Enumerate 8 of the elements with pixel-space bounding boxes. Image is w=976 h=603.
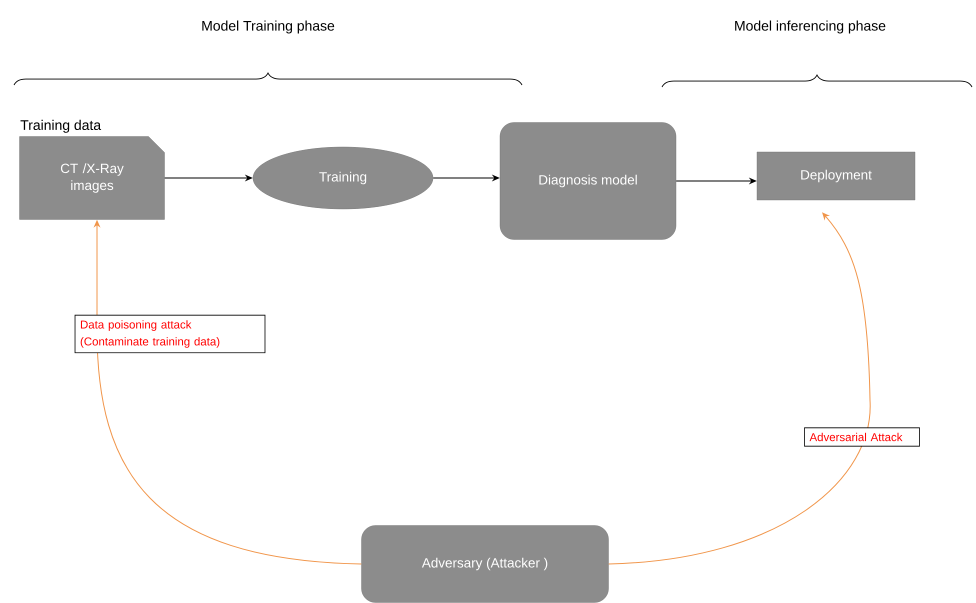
process-box: Deployment <box>756 152 916 200</box>
edge-label: Adversarial Attack <box>804 427 920 447</box>
phase-label: Model inferencing phase <box>735 20 886 34</box>
rounded-box: Adversary (Attacker ) <box>361 525 609 603</box>
phase-label: Model Training phase <box>202 20 334 34</box>
edge-label: Data poisoning attack (Contaminate training data) <box>74 314 266 354</box>
rounded-box: Diagnosis model <box>500 122 676 240</box>
node-label: Training data <box>20 120 102 133</box>
